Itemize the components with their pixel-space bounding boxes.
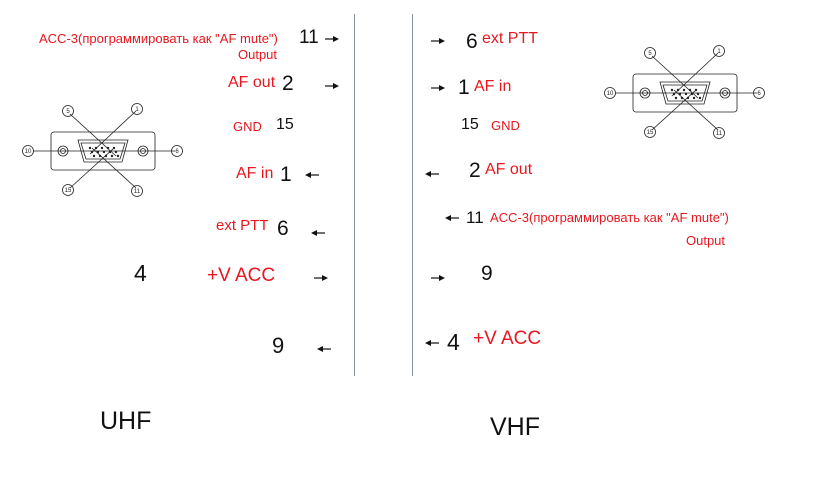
connector-pin-5-label: 5	[648, 51, 652, 57]
vhf-arrow-right-icon	[431, 85, 445, 91]
connector-pin-1-label: 1	[717, 49, 721, 55]
vhf-arrow-left-icon	[445, 215, 459, 221]
vhf-arrow-left-icon	[425, 340, 439, 346]
uhf-arrow-left-icon	[305, 172, 319, 178]
connector-pin-11-label: 11	[716, 131, 723, 137]
connector-pin-11-label: 11	[134, 189, 141, 195]
uhf-acc3-output-label: Output	[238, 47, 278, 62]
vhf-divider-line	[412, 14, 413, 376]
uhf-af-out-label: AF out	[228, 74, 276, 91]
uhf-ext-ptt-label: ext PTT	[216, 217, 269, 234]
vhf-pin-6: 6	[466, 30, 478, 53]
connector-pin-15-label: 15	[647, 130, 654, 136]
connector-pin-5-label: 5	[66, 109, 70, 115]
vhf-vacc-label: +V ACC	[473, 328, 542, 349]
vhf-af-out-label: AF out	[485, 161, 533, 178]
uhf-pin-11: 11	[299, 27, 319, 48]
uhf-arrow-right-icon	[314, 275, 328, 281]
uhf-arrow-right-icon	[325, 36, 339, 42]
vhf-pin-11: 11	[466, 208, 484, 227]
vhf-acc3-output-label: Output	[686, 233, 726, 248]
vhf-arrow-right-icon	[431, 38, 445, 44]
uhf-gnd-label: GND	[233, 119, 262, 134]
uhf-pin-9: 9	[272, 333, 285, 358]
vhf-connector-diagram: 5 1 10 6 15 11	[604, 45, 765, 139]
uhf-pin-4: 4	[134, 260, 147, 286]
vhf-arrow-right-icon	[431, 275, 445, 281]
connector-pin-6-label: 6	[757, 91, 761, 97]
vhf-af-in-label: AF in	[474, 78, 512, 95]
connector-pin-1-label: 1	[135, 107, 139, 113]
uhf-band-label: UHF	[100, 407, 152, 435]
vhf-pin-2: 2	[469, 159, 481, 182]
connector-pin-10-label: 10	[607, 91, 614, 97]
uhf-pin-2: 2	[282, 72, 294, 95]
vhf-acc3-description: ACC-3(программировать как "AF mute")	[490, 210, 729, 225]
vhf-gnd-label: GND	[491, 118, 520, 133]
uhf-acc3-description: ACC-3(программировать как "AF mute")	[39, 31, 278, 46]
vhf-pin-15: 15	[461, 116, 479, 133]
vhf-arrow-left-icon	[425, 171, 439, 177]
vhf-pin-4: 4	[447, 329, 460, 355]
vhf-ext-ptt-label: ext PTT	[482, 30, 539, 47]
uhf-divider-line	[354, 14, 355, 376]
uhf-pin-15: 15	[276, 116, 294, 133]
uhf-connector-diagram: 5 1 10 6 15 11	[22, 103, 183, 197]
vhf-pin-1: 1	[458, 76, 470, 99]
uhf-vacc-label: +V ACC	[207, 265, 276, 286]
connector-pin-15-label: 15	[65, 188, 72, 194]
vhf-pin-9: 9	[481, 262, 493, 285]
uhf-af-in-label: AF in	[236, 165, 274, 182]
uhf-arrow-left-icon	[311, 230, 325, 236]
connector-pin-10-label: 10	[25, 149, 32, 155]
uhf-arrow-left-icon	[317, 346, 331, 352]
vhf-band-label: VHF	[490, 413, 540, 441]
uhf-arrow-right-icon	[325, 83, 339, 89]
uhf-pin-6: 6	[277, 217, 289, 240]
uhf-pin-1: 1	[280, 163, 292, 186]
connector-pin-6-label: 6	[175, 149, 179, 155]
